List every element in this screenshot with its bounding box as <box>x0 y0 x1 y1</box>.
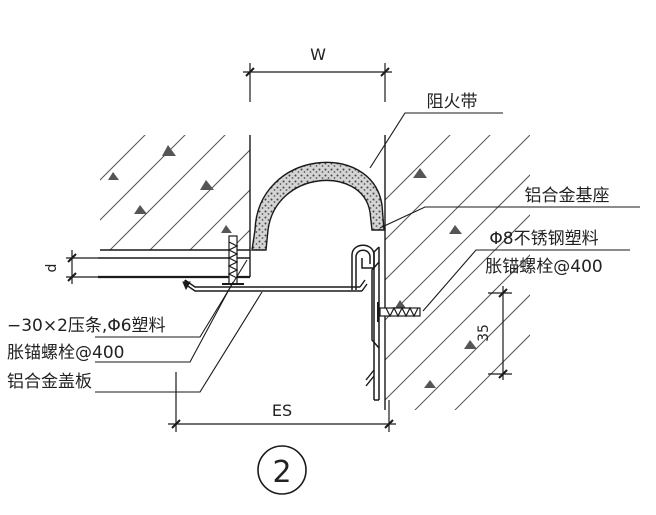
label-cover-plate: 铝合金盖板 <box>7 372 92 392</box>
detail-number-marker: 2 <box>257 445 307 495</box>
label-aluminum-base: 铝合金基座 <box>525 186 610 206</box>
aluminum-cover-plate <box>182 279 368 292</box>
label-bolt-right-line1: Φ8不锈钢塑料 <box>489 229 598 249</box>
dimension-35-label: 35 <box>476 324 492 342</box>
dimension-d-label: d <box>44 264 60 273</box>
label-strip-left-line2: 胀锚螺栓@400 <box>7 343 124 363</box>
dimension-35 <box>488 286 512 380</box>
label-fire-strip: 阻火带 <box>427 92 478 112</box>
label-strip-left-line1: −30×2压条,Φ6塑料 <box>7 316 166 336</box>
left-anchor-bolt <box>222 235 244 285</box>
left-concrete-wall <box>100 135 251 251</box>
leader-lines <box>95 112 640 393</box>
label-bolt-right-line2: 胀锚螺栓@400 <box>485 257 602 277</box>
detail-number: 2 <box>272 455 291 490</box>
dimension-w <box>243 63 392 102</box>
aluminum-base <box>351 244 380 401</box>
right-anchor-bolt <box>377 302 421 322</box>
fire-resistant-strip <box>251 161 385 251</box>
base-flange <box>365 369 375 387</box>
dimension-w-label: W <box>310 45 326 64</box>
floor-finish-layers <box>98 250 251 279</box>
right-concrete-wall <box>384 135 530 410</box>
dimension-es <box>168 372 396 432</box>
dimension-d <box>66 250 98 284</box>
dimension-es-label: ES <box>272 401 292 420</box>
